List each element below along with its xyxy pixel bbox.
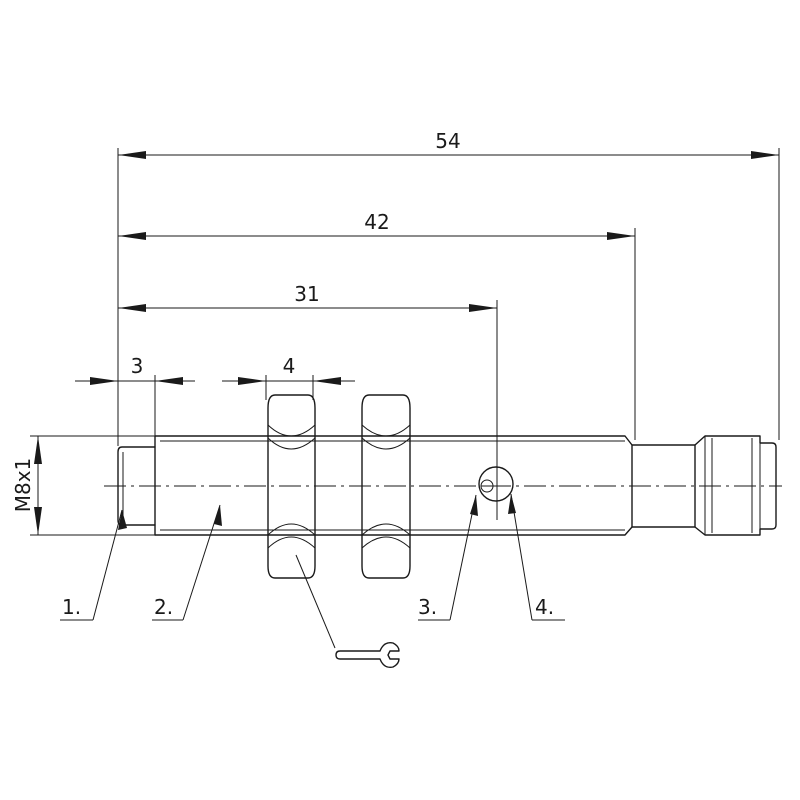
dimension-overall-length: 54: [118, 129, 779, 159]
wrench-icon: [335, 641, 400, 669]
hex-nut-left: [267, 394, 316, 579]
dimension-label-4: 4: [283, 354, 296, 378]
callout-label-1: 1.: [62, 595, 81, 619]
dimension-label-m8x1: M8x1: [11, 458, 35, 513]
hex-nut-right: [361, 394, 411, 579]
dimension-nut-thickness: 4: [222, 354, 355, 385]
dimension-label-3: 3: [131, 354, 144, 378]
sensor-body: [117, 435, 777, 536]
callout-label-4: 4.: [535, 595, 554, 619]
dimension-reference-length: 31: [118, 282, 497, 312]
callout-label-2: 2.: [154, 595, 173, 619]
extension-lines: [30, 148, 780, 536]
dimension-label-31: 31: [294, 282, 319, 306]
callout-label-3: 3.: [418, 595, 437, 619]
dimension-label-54: 54: [435, 129, 460, 153]
dimension-thread-length: 42: [118, 210, 635, 240]
dimension-label-42: 42: [364, 210, 389, 234]
dimension-thread-size: M8x1: [11, 436, 42, 535]
led-indicator: [478, 466, 514, 502]
dimension-front-length: 3: [75, 354, 195, 385]
callout-leaders: [60, 493, 565, 649]
